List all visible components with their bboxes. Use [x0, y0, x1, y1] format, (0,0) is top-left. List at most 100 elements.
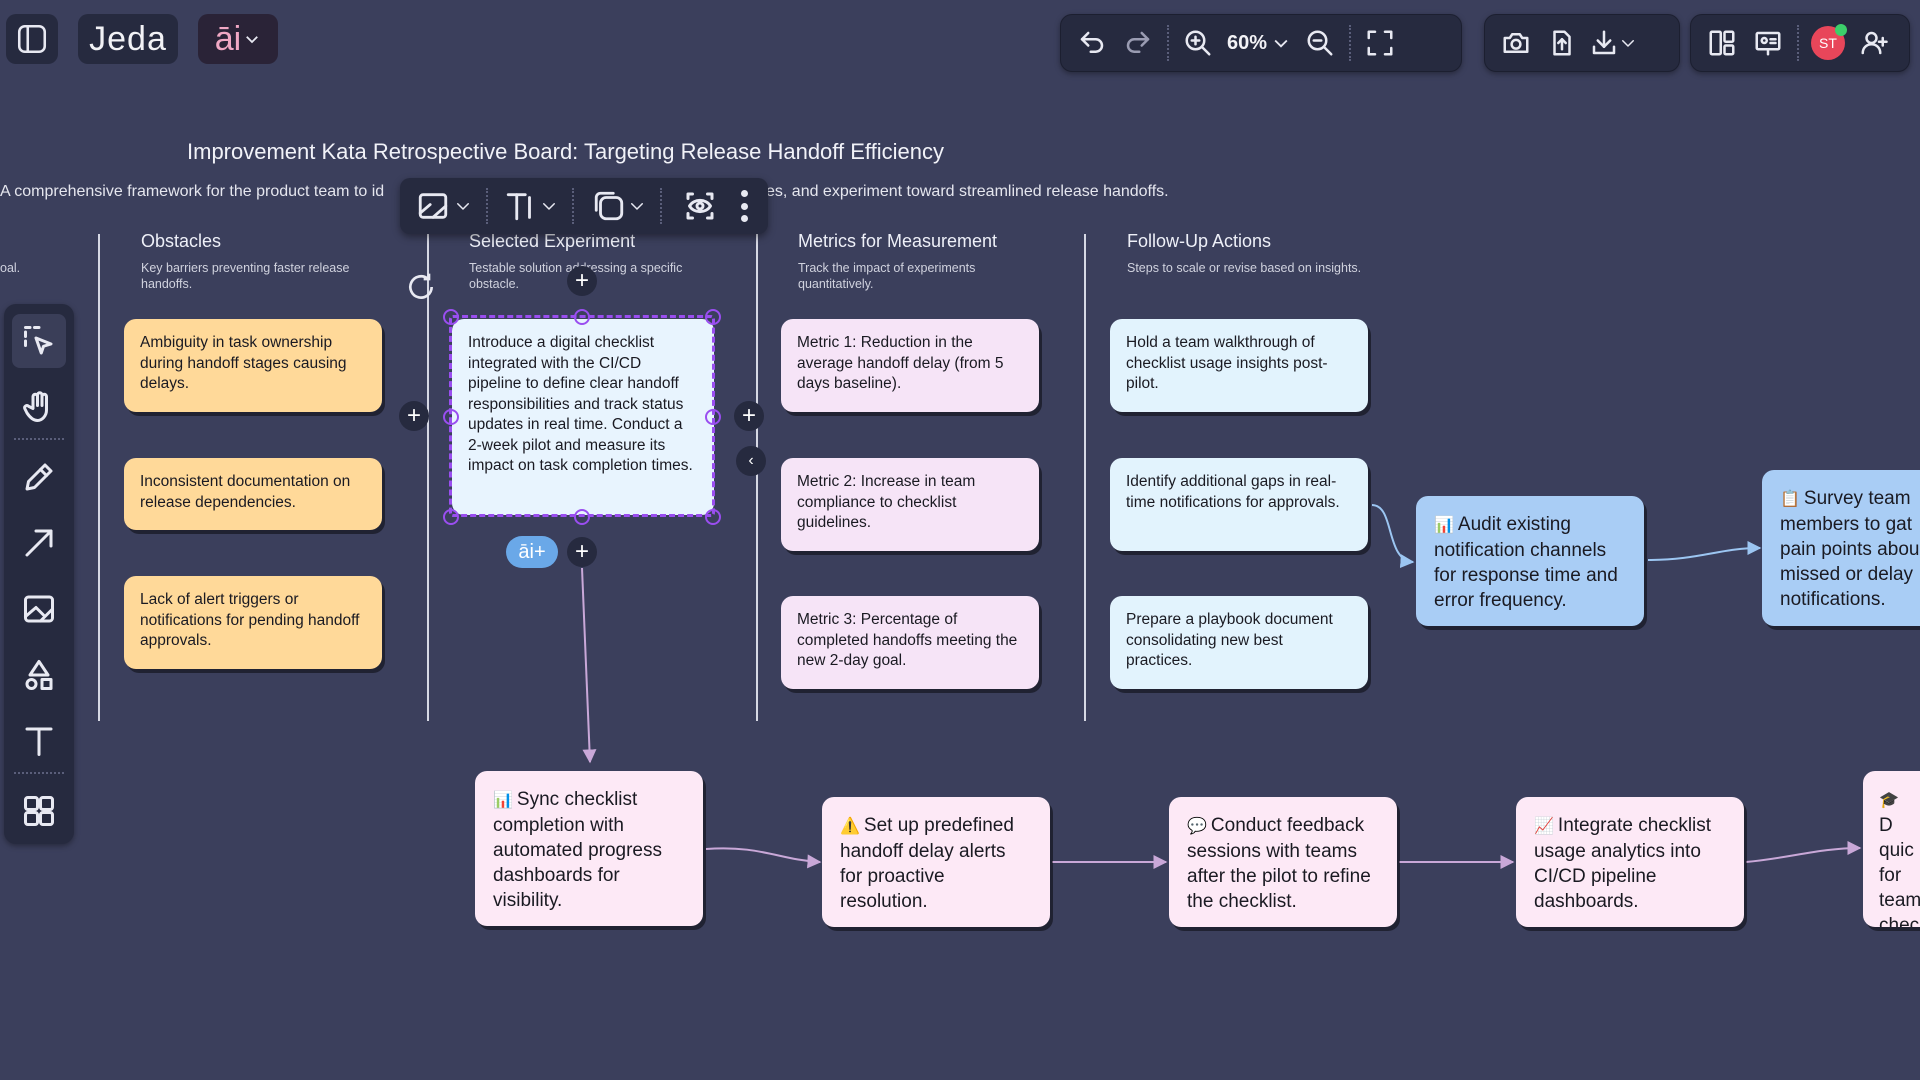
chart-emoji-icon: 📊: [1434, 517, 1454, 534]
divider: [14, 438, 64, 440]
text-tool[interactable]: [12, 714, 66, 768]
collapse-button[interactable]: ‹: [736, 446, 766, 476]
chevron-down-icon[interactable]: [540, 197, 558, 215]
followup-card[interactable]: Prepare a playbook document consolidatin…: [1110, 596, 1368, 689]
column-heading-metrics[interactable]: Metrics for Measurement: [798, 231, 998, 251]
add-right-button[interactable]: +: [734, 401, 764, 431]
resize-handle[interactable]: [705, 309, 721, 325]
templates-tool[interactable]: [12, 784, 66, 838]
ai-menu-button[interactable]: āi: [198, 14, 278, 64]
connector-experiment-to-sync[interactable]: [581, 567, 597, 764]
connector-followup-to-audit[interactable]: [1371, 504, 1415, 569]
upload-button[interactable]: [1539, 20, 1585, 66]
visibility-icon[interactable]: [682, 188, 718, 224]
connector-flow-4[interactable]: [1745, 841, 1862, 863]
action-card[interactable]: 📊Audit existing notification channels fo…: [1416, 496, 1644, 626]
column-sub-metrics[interactable]: Track the impact of experiments quantita…: [798, 261, 976, 291]
metric-card[interactable]: Metric 2: Increase in team compliance to…: [781, 458, 1039, 551]
metric-card[interactable]: Metric 3: Percentage of completed handof…: [781, 596, 1039, 689]
arrow-tool[interactable]: [12, 516, 66, 570]
action-card-text: Audit existing notification channels for…: [1434, 514, 1618, 611]
obstacle-card[interactable]: Lack of alert triggers or notifications …: [124, 576, 382, 669]
pen-tool[interactable]: [12, 450, 66, 504]
layout-button[interactable]: [1699, 20, 1745, 66]
camera-icon: [1503, 33, 1529, 53]
column-divider: [98, 234, 100, 721]
shapes-icon: [25, 660, 53, 690]
flow-card-text: Integrate checklist usage analytics into…: [1534, 815, 1712, 912]
undo-button[interactable]: [1069, 20, 1115, 66]
chevron-down-icon: [1622, 40, 1634, 47]
trend-emoji-icon: 📈: [1534, 818, 1554, 835]
chart-emoji-icon: 📊: [493, 792, 513, 809]
column-heading-experiment[interactable]: Selected Experiment: [469, 231, 636, 251]
jeda-logo[interactable]: Jeda: [78, 14, 178, 64]
ai-plus-button[interactable]: āi+: [506, 536, 558, 568]
column-sub-obstacles[interactable]: Key barriers preventing faster release h…: [141, 261, 350, 291]
resize-handle[interactable]: [574, 509, 590, 525]
image-icon: [24, 595, 54, 623]
metric-card[interactable]: Metric 1: Reduction in the average hando…: [781, 319, 1039, 412]
logo-text: Jeda: [89, 19, 167, 58]
pencil-icon: [25, 463, 53, 491]
resize-handle[interactable]: [443, 509, 459, 525]
connector-audit-to-survey[interactable]: [1647, 541, 1762, 561]
column-heading-followups[interactable]: Follow-Up Actions: [1127, 231, 1272, 251]
resize-handle[interactable]: [574, 309, 590, 325]
column-heading-obstacles[interactable]: Obstacles: [141, 231, 222, 251]
add-above-button[interactable]: +: [567, 266, 597, 296]
obstacle-card[interactable]: Ambiguity in task ownership during hando…: [124, 319, 382, 412]
screenshot-button[interactable]: [1493, 20, 1539, 66]
chevron-down-icon[interactable]: [628, 197, 646, 215]
flow-card[interactable]: 💬Conduct feedback sessions with teams af…: [1169, 797, 1397, 927]
experiment-card[interactable]: Introduce a digital checklist integrated…: [452, 319, 714, 515]
fill-style-icon[interactable]: [416, 189, 450, 223]
add-left-button[interactable]: +: [399, 401, 429, 431]
image-tool[interactable]: [12, 582, 66, 636]
fullscreen-icon: [1367, 30, 1393, 56]
zoom-in-button[interactable]: [1175, 20, 1221, 66]
flow-card[interactable]: 📈Integrate checklist usage analytics int…: [1516, 797, 1744, 927]
download-button[interactable]: [1585, 20, 1641, 66]
followup-card[interactable]: Hold a team walkthrough of checklist usa…: [1110, 319, 1368, 412]
user-avatar[interactable]: ST: [1811, 24, 1847, 60]
action-card[interactable]: 📋Survey team members to gat pain points …: [1762, 470, 1920, 626]
resize-handle[interactable]: [705, 409, 721, 425]
obstacle-card[interactable]: Inconsistent documentation on release de…: [124, 458, 382, 530]
invite-user-button[interactable]: [1851, 20, 1897, 66]
board-subtitle-left[interactable]: A comprehensive framework for the produc…: [0, 183, 385, 200]
select-cursor-icon: [24, 326, 53, 355]
chevron-down-icon[interactable]: [454, 197, 472, 215]
resize-handle[interactable]: [443, 309, 459, 325]
shape-style-icon[interactable]: [592, 189, 626, 223]
flow-card-text: D quic for team chec: [1879, 815, 1920, 927]
column-divider: [427, 234, 429, 721]
flow-card[interactable]: ⚠️Set up predefined handoff delay alerts…: [822, 797, 1050, 927]
board-subtitle-right[interactable]: es, and experiment toward streamlined re…: [766, 183, 1169, 200]
rotate-icon[interactable]: [405, 271, 437, 303]
flow-card[interactable]: 🎓D quic for team chec: [1863, 771, 1920, 927]
add-below-button[interactable]: +: [567, 537, 597, 567]
resize-handle[interactable]: [443, 409, 459, 425]
fit-screen-button[interactable]: [1357, 20, 1403, 66]
zoom-out-button[interactable]: [1297, 20, 1343, 66]
flow-card[interactable]: 📊Sync checklist completion with automate…: [475, 771, 703, 926]
zoom-level-dropdown[interactable]: 60%: [1221, 32, 1297, 55]
column-divider: [756, 234, 758, 721]
more-options-icon[interactable]: [740, 190, 748, 222]
hand-tool[interactable]: [12, 380, 66, 434]
download-icon: [1592, 30, 1616, 55]
layout-panels-icon: [1709, 30, 1735, 56]
divider: [486, 188, 488, 224]
text-style-icon[interactable]: [504, 189, 538, 223]
sidebar-toggle-button[interactable]: [6, 14, 58, 64]
shapes-tool[interactable]: [12, 648, 66, 702]
column-sub-followups[interactable]: Steps to scale or revise based on insigh…: [1127, 261, 1362, 275]
resize-handle[interactable]: [705, 509, 721, 525]
redo-button[interactable]: [1115, 20, 1161, 66]
board-title[interactable]: Improvement Kata Retrospective Board: Ta…: [187, 139, 944, 164]
present-button[interactable]: [1745, 20, 1791, 66]
followup-card[interactable]: Identify additional gaps in real-time no…: [1110, 458, 1368, 551]
select-tool[interactable]: [12, 314, 66, 368]
connector-flow-1[interactable]: [705, 847, 822, 869]
